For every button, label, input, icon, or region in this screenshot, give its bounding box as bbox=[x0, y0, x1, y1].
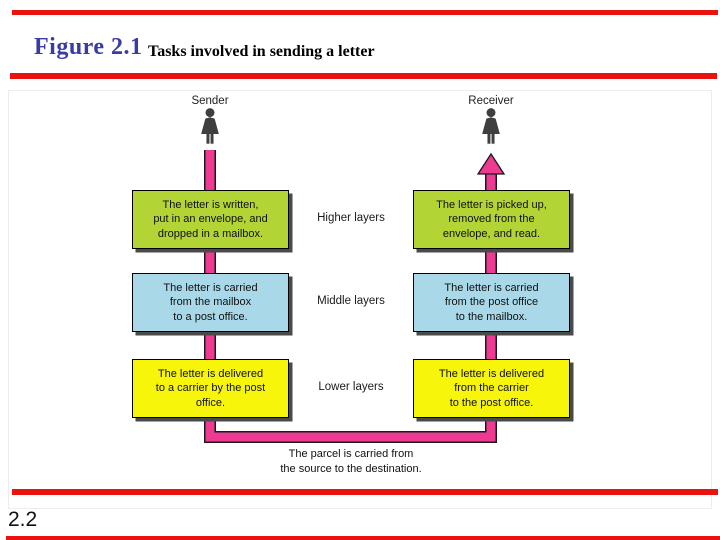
footer-rule bbox=[12, 489, 718, 495]
layer-label-middle: Middle layers bbox=[317, 295, 385, 307]
receiver-label: Receiver bbox=[468, 95, 514, 107]
layer-label-lower: Lower layers bbox=[318, 381, 384, 393]
figure-label: Figure 2.1 bbox=[34, 34, 143, 60]
figure-title: Tasks involved in sending a letter bbox=[148, 43, 375, 60]
receiver-person-icon bbox=[478, 107, 504, 147]
up-arrowhead-icon bbox=[476, 152, 506, 175]
task-box-receiver-middle: The letter is carried from the post offi… bbox=[413, 273, 570, 332]
transport-caption: The parcel is carried from the source to… bbox=[280, 448, 422, 475]
layer-label-higher: Higher layers bbox=[317, 212, 385, 224]
diagram-panel: Sender Receiver The letter is written, bbox=[8, 90, 712, 509]
bottom-edge-rule bbox=[6, 536, 720, 540]
top-rule bbox=[12, 10, 718, 15]
task-box-receiver-lower: The letter is delivered from the carrier… bbox=[413, 359, 570, 418]
task-box-receiver-higher: The letter is picked up, removed from th… bbox=[413, 190, 570, 249]
task-box-sender-higher: The letter is written, put in an envelop… bbox=[132, 190, 289, 249]
title-underline-rule bbox=[10, 73, 717, 79]
sender-label: Sender bbox=[191, 95, 229, 107]
task-box-sender-middle: The letter is carried from the mailbox t… bbox=[132, 273, 289, 332]
task-box-sender-lower: The letter is delivered to a carrier by … bbox=[132, 359, 289, 418]
page-number: 2.2 bbox=[8, 508, 38, 531]
sender-person-icon bbox=[197, 107, 223, 147]
